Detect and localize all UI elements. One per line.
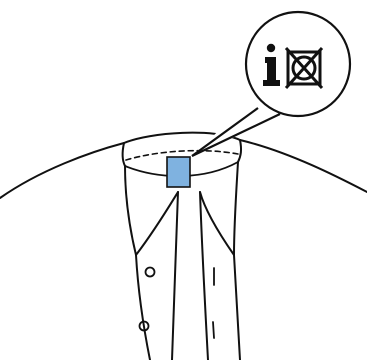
- collar-band-right: [238, 140, 241, 162]
- buttonhole-lower: [213, 322, 214, 338]
- callout-circle: [246, 12, 350, 116]
- left-placket-line: [172, 192, 178, 360]
- button-upper: [146, 268, 155, 277]
- care-label: [167, 157, 190, 187]
- left-front-edge: [136, 255, 150, 360]
- right-front-edge: [200, 192, 208, 360]
- right-shirt-edge: [234, 255, 240, 360]
- collar-band-left: [123, 143, 125, 166]
- left-shoulder-line: [0, 143, 124, 198]
- collar-right-point: [200, 162, 238, 255]
- right-shoulder-line: [240, 140, 367, 192]
